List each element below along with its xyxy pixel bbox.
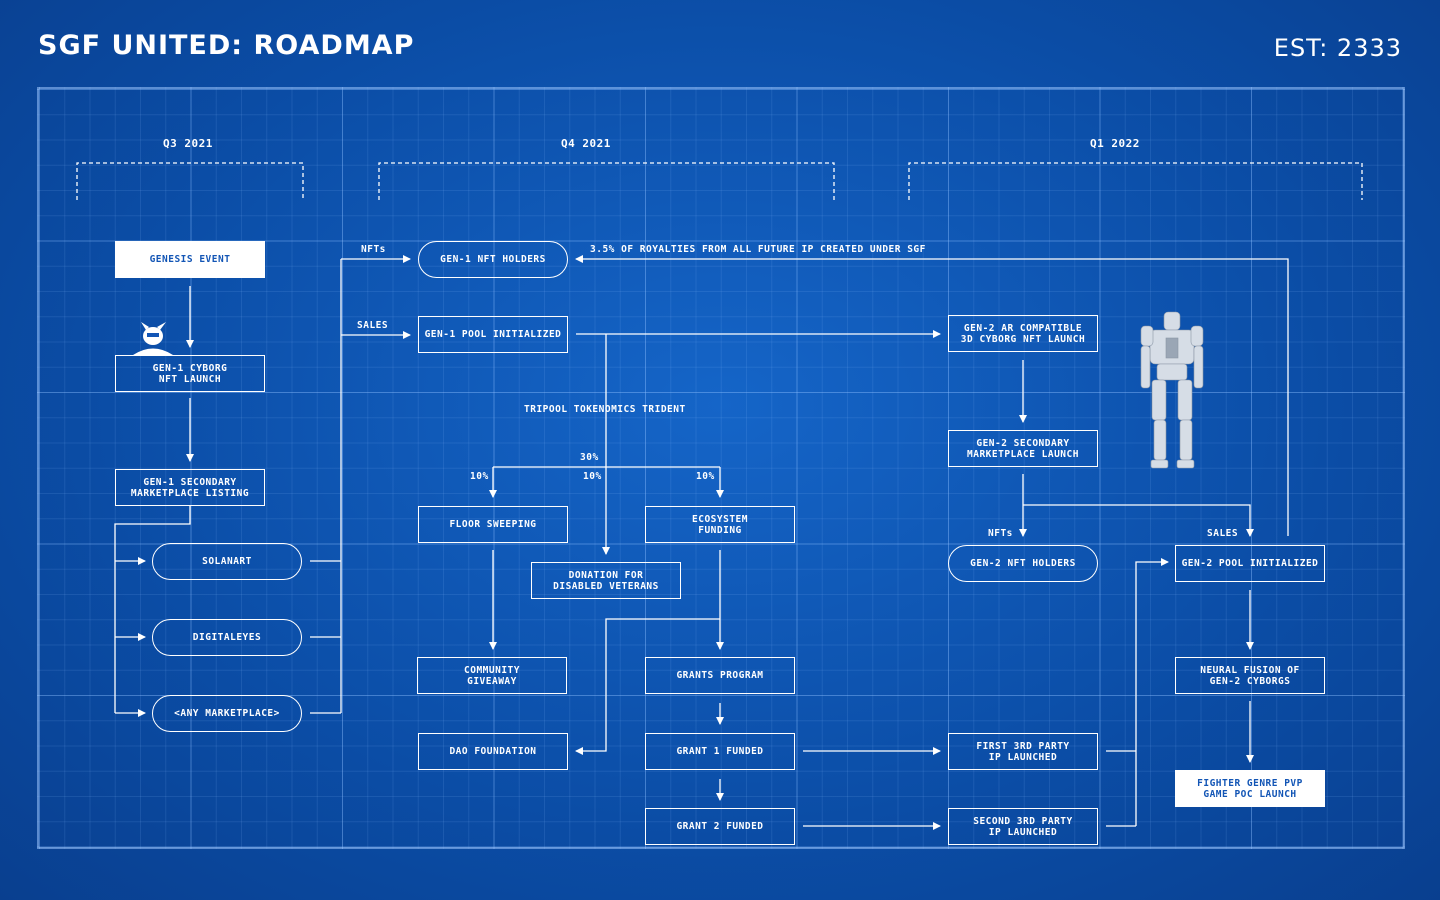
edge-label-10pct: 10%	[696, 471, 715, 482]
royalties-line	[575, 255, 1289, 536]
node-gen2-secondary: GEN-2 SECONDARY MARKETPLACE LAUNCH	[948, 430, 1098, 467]
node-genesis-event: GENESIS EVENT	[115, 241, 265, 278]
node-grant2-funded: GRANT 2 FUNDED	[645, 808, 795, 845]
quarter-label: Q3 2021	[163, 137, 213, 150]
edge-label-royalties: 3.5% OF ROYALTIES FROM ALL FUTURE IP CRE…	[590, 244, 926, 255]
node-gen1-nft-holders: GEN-1 NFT HOLDERS	[418, 241, 568, 278]
node-gen1-secondary-listing: GEN-1 SECONDARY MARKETPLACE LISTING	[115, 469, 265, 506]
q4-bracket	[378, 162, 835, 200]
node-any-marketplace: <ANY MARKETPLACE>	[152, 695, 302, 732]
node-neural-fusion: NEURAL FUSION OF GEN-2 CYBORGS	[1175, 657, 1325, 694]
quarter-label: Q4 2021	[561, 137, 611, 150]
node-gen1-pool: GEN-1 POOL INITIALIZED	[418, 316, 568, 353]
node-donation-veterans: DONATION FOR DISABLED VETERANS	[531, 562, 681, 599]
edge-label-nfts: NFTs	[361, 244, 386, 255]
node-gen2-nft-holders: GEN-2 NFT HOLDERS	[948, 545, 1098, 582]
edge-label-sales: SALES	[357, 320, 389, 331]
node-digitaleyes: DIGITALEYES	[152, 619, 302, 656]
node-gen1-cyborg-launch: GEN-1 CYBORG NFT LAUNCH	[115, 355, 265, 392]
q1-bracket	[908, 162, 1363, 200]
quarter-label: Q1 2022	[1090, 137, 1140, 150]
q3-bracket	[76, 162, 304, 200]
page-title: SGF UNITED: ROADMAP	[38, 30, 415, 61]
node-dao-foundation: DAO FOUNDATION	[418, 733, 568, 770]
node-gen2-ar-launch: GEN-2 AR COMPATIBLE 3D CYBORG NFT LAUNCH	[948, 315, 1098, 352]
node-first-ip: FIRST 3RD PARTY IP LAUNCHED	[948, 733, 1098, 770]
node-solanart: SOLANART	[152, 543, 302, 580]
node-community-giveaway: COMMUNITY GIVEAWAY	[417, 657, 567, 694]
node-second-ip: SECOND 3RD PARTY IP LAUNCHED	[948, 808, 1098, 845]
established-label: EST: 2333	[1273, 34, 1402, 62]
node-fighter-game: FIGHTER GENRE PVP GAME POC LAUNCH	[1175, 770, 1325, 807]
node-gen2-pool: GEN-2 POOL INITIALIZED	[1175, 545, 1325, 582]
eco-to-dao	[575, 618, 720, 755]
node-grant1-funded: GRANT 1 FUNDED	[645, 733, 795, 770]
edge-label-nfts: NFTs	[988, 528, 1013, 539]
ip-to-gen2-pool	[1106, 562, 1168, 827]
secondary-to-pool	[1023, 504, 1254, 537]
edge-label-10pct: 10%	[470, 471, 489, 482]
edge-label-10pct: 10%	[583, 471, 602, 482]
cyborg-robot-icon	[1140, 311, 1204, 469]
node-floor-sweeping: FLOOR SWEEPING	[418, 506, 568, 543]
edge-label-sales: SALES	[1207, 528, 1239, 539]
edge-label-tripool: TRIPOOL TOKENOMICS TRIDENT	[524, 404, 686, 415]
markets-out	[310, 259, 342, 714]
secondary-to-markets	[114, 506, 191, 713]
node-grants-program: GRANTS PROGRAM	[645, 657, 795, 694]
node-ecosystem-funding: ECOSYSTEM FUNDING	[645, 506, 795, 543]
cyborg-head-icon	[133, 322, 173, 355]
edge-label-30pct: 30%	[580, 452, 599, 463]
